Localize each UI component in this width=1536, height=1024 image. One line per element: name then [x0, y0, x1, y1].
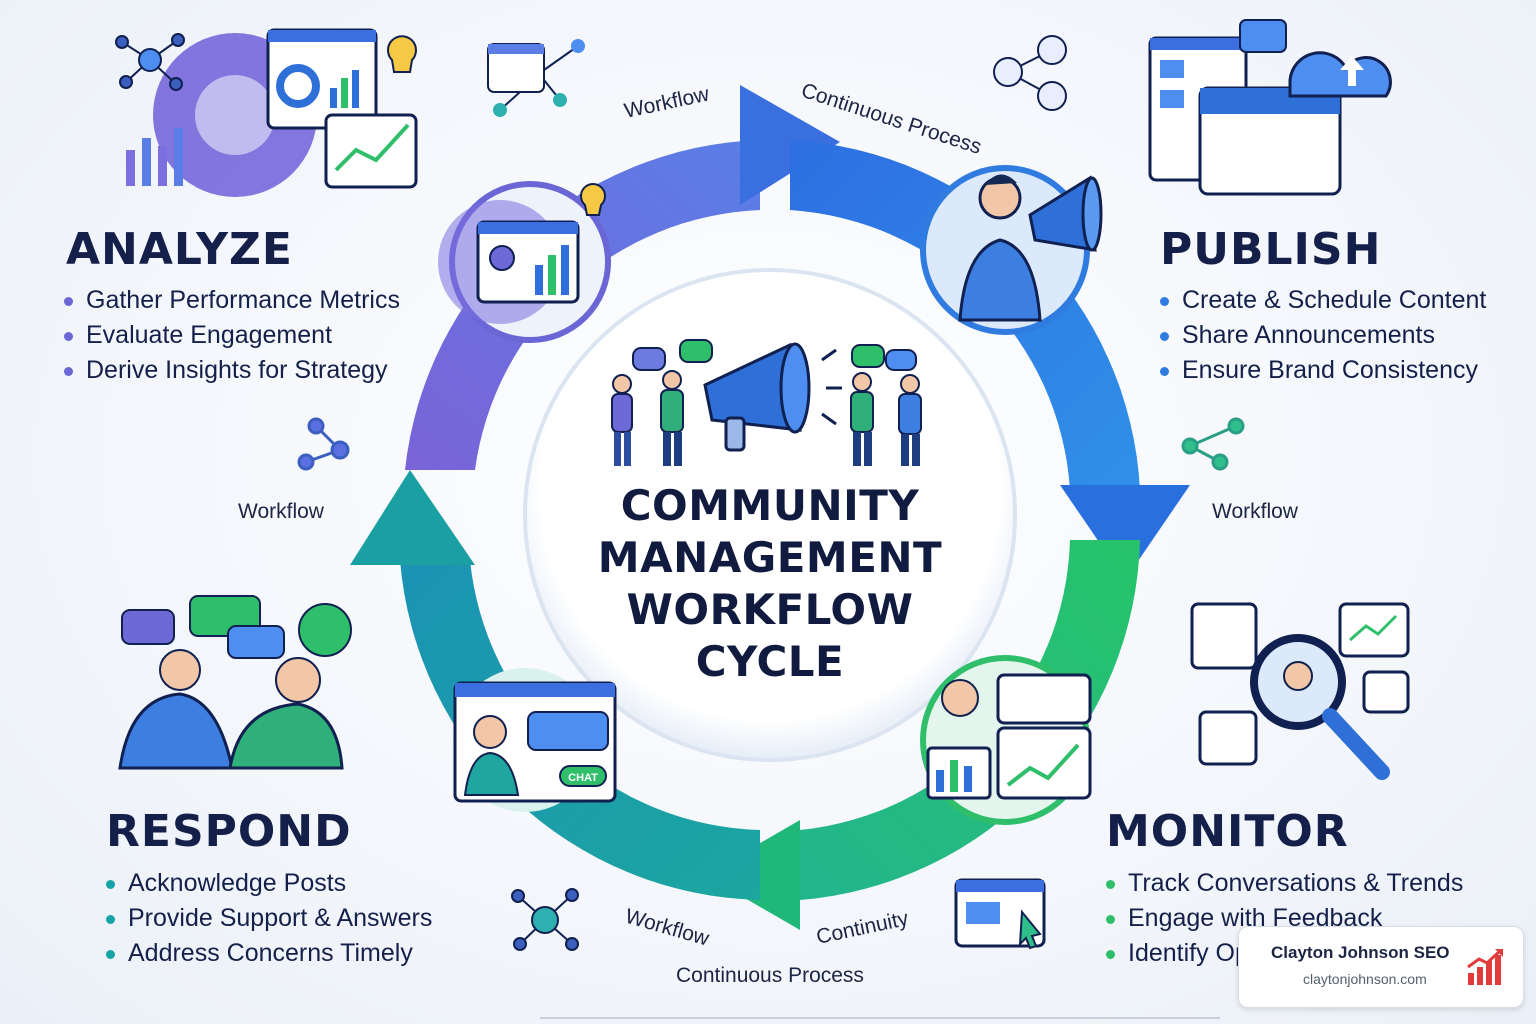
analyze-dashboard-icon — [126, 28, 418, 197]
center-title-line: WORKFLOW — [626, 585, 914, 634]
stage-title-publish: PUBLISH — [1160, 224, 1382, 275]
flow-label-top-left: Workflow — [622, 82, 712, 123]
people-connection-icon — [993, 35, 1067, 111]
bullet-item: Derive Insights for Strategy — [64, 353, 400, 388]
community-megaphone-icon — [611, 339, 922, 466]
stage-bullets-publish: Create & Schedule Content Share Announce… — [1160, 283, 1486, 388]
watermark-name: Clayton Johnson SEO — [1271, 943, 1450, 962]
watermark-url: claytonjohnson.com — [1303, 971, 1427, 987]
bullet-item: Gather Performance Metrics — [64, 283, 400, 318]
share-node-icon — [1181, 417, 1245, 471]
growth-chart-icon — [1467, 948, 1503, 985]
center-circle — [523, 268, 1017, 762]
publish-calendar-icon — [1148, 19, 1392, 196]
bullet-item: Address Concerns Timely — [106, 936, 432, 971]
bullet-item: Create & Schedule Content — [1160, 283, 1486, 318]
bullet-item: Evaluate Engagement — [64, 318, 400, 353]
center-title-line: MANAGEMENT — [597, 533, 943, 582]
network-node-icon — [511, 888, 579, 951]
arrowhead-left — [350, 470, 475, 565]
ring-arc-analyze — [405, 140, 760, 470]
network-node-icon — [115, 33, 185, 91]
browser-click-icon — [954, 878, 1046, 950]
analytics-gear-icon — [438, 181, 611, 343]
flow-label-right: Workflow — [1212, 500, 1298, 523]
chat-badge: CHAT — [568, 772, 598, 784]
bullet-item: Provide Support & Answers — [106, 901, 432, 936]
center-title-line: CYCLE — [695, 637, 845, 686]
monitoring-dashboard-icon — [920, 655, 1092, 825]
stage-title-monitor: MONITOR — [1106, 806, 1349, 857]
ring-arc-respond — [400, 560, 760, 900]
support-agent-icon: CHAT — [453, 668, 617, 812]
cycle-ring — [350, 85, 1190, 930]
megaphone-person-icon — [920, 165, 1103, 335]
ring-arc-publish — [790, 140, 1140, 490]
flow-label-bottom: Continuous Process — [676, 964, 864, 987]
center-title: COMMUNITY MANAGEMENT WORKFLOW CYCLE — [560, 480, 980, 688]
bullet-item: Acknowledge Posts — [106, 866, 432, 901]
flow-label-bottom-mid: Continuity — [814, 907, 911, 949]
watermark-badge[interactable]: Clayton Johnson SEO claytonjohnson.com — [1238, 926, 1524, 1008]
share-node-icon — [297, 417, 350, 471]
center-title-line: COMMUNITY — [620, 481, 920, 530]
bullet-item: Track Conversations & Trends — [1106, 866, 1463, 901]
bullet-item: Share Announcements — [1160, 318, 1486, 353]
stage-bullets-analyze: Gather Performance Metrics Evaluate Enga… — [64, 283, 400, 388]
stage-title-respond: RESPOND — [106, 806, 352, 857]
analytics-bar-icon — [487, 39, 585, 117]
conversation-icon — [118, 595, 352, 770]
flow-label-left: Workflow — [238, 500, 324, 523]
ring-arc-monitor — [800, 540, 1140, 900]
stage-title-analyze: ANALYZE — [66, 224, 293, 275]
arrowhead-right — [1060, 485, 1190, 580]
stage-bullets-respond: Acknowledge Posts Provide Support & Answ… — [106, 866, 432, 971]
bullet-item: Ensure Brand Consistency — [1160, 353, 1486, 388]
monitor-search-icon — [1190, 602, 1410, 780]
flow-label-bottom-left: Workflow — [623, 905, 713, 951]
